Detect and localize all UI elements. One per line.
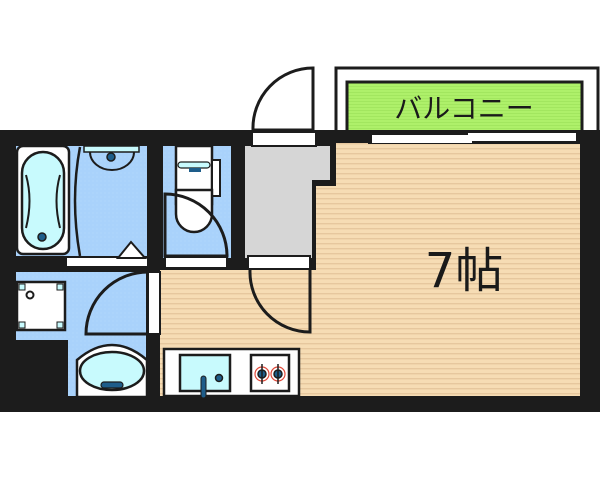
washing-machine-icon	[15, 280, 67, 332]
balcony-label: バルコニー	[394, 92, 533, 125]
shower-icon	[83, 145, 140, 171]
entrance	[245, 146, 330, 258]
wash-basin-icon	[75, 343, 149, 399]
stove-icon	[249, 353, 291, 393]
bathroom	[15, 144, 149, 268]
toilet-icon	[174, 144, 221, 234]
toilet-room	[163, 144, 231, 269]
kitchen	[162, 347, 301, 399]
bathtub-icon	[15, 144, 71, 256]
washroom	[15, 270, 161, 399]
front-door[interactable]	[251, 66, 317, 147]
sink-icon	[178, 353, 232, 399]
toilet-door[interactable]	[163, 192, 229, 269]
balcony: バルコニー	[334, 66, 600, 140]
washroom-door[interactable]	[84, 270, 161, 336]
room-size-label: 7帖	[425, 243, 504, 299]
balcony-window[interactable]	[368, 130, 580, 144]
room-door[interactable]	[247, 255, 312, 334]
